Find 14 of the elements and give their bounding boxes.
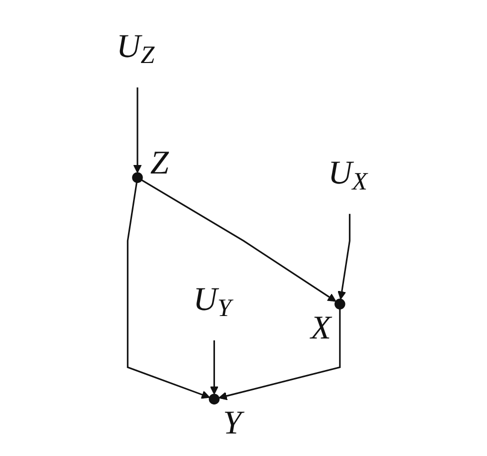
arrow [126, 182, 210, 399]
node-circle [132, 172, 142, 183]
node-text: U$_{Y}$ [192, 281, 231, 322]
arrow [218, 308, 340, 400]
arrow [209, 340, 218, 395]
variable-label: Z [150, 144, 168, 182]
node-circle [208, 394, 220, 404]
variable-label: X [310, 309, 331, 346]
arrow [140, 179, 336, 302]
arrow [337, 214, 350, 300]
arrow [132, 87, 142, 174]
node-text: U$_{X}$ [328, 154, 367, 196]
node-circle [334, 298, 345, 310]
node-text: U$_{Z}$ [116, 28, 154, 70]
